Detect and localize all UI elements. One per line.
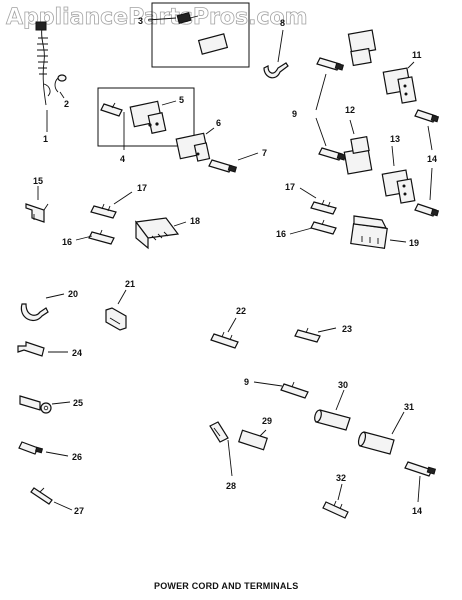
label-32: 32: [336, 473, 346, 483]
terminal-16-right-part[interactable]: [310, 219, 337, 235]
terminal-4-part[interactable]: [100, 102, 123, 117]
label-15: 15: [33, 176, 43, 186]
terminal-9-upper-part[interactable]: [316, 57, 345, 71]
label-29: 29: [262, 416, 272, 426]
cord-bracket-15-part[interactable]: [25, 203, 49, 223]
label-8: 8: [280, 18, 285, 28]
label-21: 21: [125, 279, 135, 289]
connector-block-13-part[interactable]: [381, 169, 416, 204]
label-14-upper: 14: [427, 154, 437, 164]
label-12: 12: [345, 105, 355, 115]
label-27: 27: [74, 506, 84, 516]
ground-ring-part[interactable]: [54, 74, 67, 93]
terminal-9-lower-part[interactable]: [318, 147, 347, 161]
label-1: 1: [43, 134, 48, 144]
terminal-7-part[interactable]: [208, 159, 238, 173]
insulator-sleeve-31-part[interactable]: [357, 431, 395, 455]
label-3: 3: [138, 16, 143, 26]
terminal-23-part[interactable]: [294, 327, 321, 343]
label-2: 2: [64, 99, 69, 109]
label-14-lower: 14: [412, 506, 422, 516]
connector-block-10-part[interactable]: [347, 29, 377, 67]
label-26: 26: [72, 452, 82, 462]
label-20: 20: [68, 289, 78, 299]
terminal-32-part[interactable]: [322, 500, 349, 519]
label-28: 28: [226, 481, 236, 491]
label-17-right: 17: [285, 182, 295, 192]
label-7: 7: [262, 148, 267, 158]
label-25: 25: [73, 398, 83, 408]
insulator-29-part[interactable]: [238, 429, 268, 451]
cord-clamp-21-part[interactable]: [105, 307, 127, 331]
terminal-24-part[interactable]: [17, 341, 45, 357]
connector-block-18-part[interactable]: [134, 217, 180, 250]
watermark: AppliancePartsPros.com: [6, 5, 308, 30]
connector-block-11-part[interactable]: [382, 67, 417, 104]
connector-block-6-part[interactable]: [175, 132, 211, 162]
label-4: 4: [120, 154, 125, 164]
cord-clamp-8-part[interactable]: [263, 62, 289, 79]
connector-block-12-part[interactable]: [343, 136, 373, 175]
diagram-caption: POWER CORD AND TERMINALS: [154, 581, 298, 591]
label-30: 30: [338, 380, 348, 390]
label-17-left: 17: [137, 183, 147, 193]
ring-terminal-25-part[interactable]: [19, 395, 52, 414]
terminal-14-upper-part[interactable]: [414, 109, 440, 123]
inset-box-3: [151, 2, 250, 68]
inset-box-4-5: [97, 87, 195, 147]
label-16-right: 16: [276, 229, 286, 239]
terminal-22-part[interactable]: [210, 331, 239, 349]
power-cord-part[interactable]: [35, 21, 51, 106]
terminal-26-part[interactable]: [18, 441, 44, 455]
label-13: 13: [390, 134, 400, 144]
connector-block-5-part[interactable]: [129, 100, 167, 134]
terminal-9-bottom-part[interactable]: [280, 381, 309, 399]
label-9-upper: 9: [292, 109, 297, 119]
label-31: 31: [404, 402, 414, 412]
label-5: 5: [179, 95, 184, 105]
label-19: 19: [409, 238, 419, 248]
terminal-16-left-part[interactable]: [88, 229, 115, 245]
terminal-14-bottom-part[interactable]: [404, 461, 437, 477]
wire-clip-20-part[interactable]: [20, 303, 49, 321]
label-18: 18: [190, 216, 200, 226]
label-6: 6: [216, 118, 221, 128]
label-9-lower: 9: [244, 377, 249, 387]
connector-block-19-part[interactable]: [350, 215, 388, 249]
terminal-17-left-part[interactable]: [90, 203, 117, 219]
label-11: 11: [412, 50, 422, 60]
label-24: 24: [72, 348, 82, 358]
label-16-left: 16: [62, 237, 72, 247]
terminal-17-right-part[interactable]: [310, 199, 337, 215]
terminal-28-part[interactable]: [209, 421, 229, 443]
terminal-27-part[interactable]: [30, 487, 53, 505]
label-22: 22: [236, 306, 246, 316]
terminal-14-lower-part[interactable]: [414, 203, 440, 217]
label-23: 23: [342, 324, 352, 334]
insulator-sleeve-30-part[interactable]: [313, 409, 351, 431]
connector-housing-3-part[interactable]: [176, 11, 229, 55]
